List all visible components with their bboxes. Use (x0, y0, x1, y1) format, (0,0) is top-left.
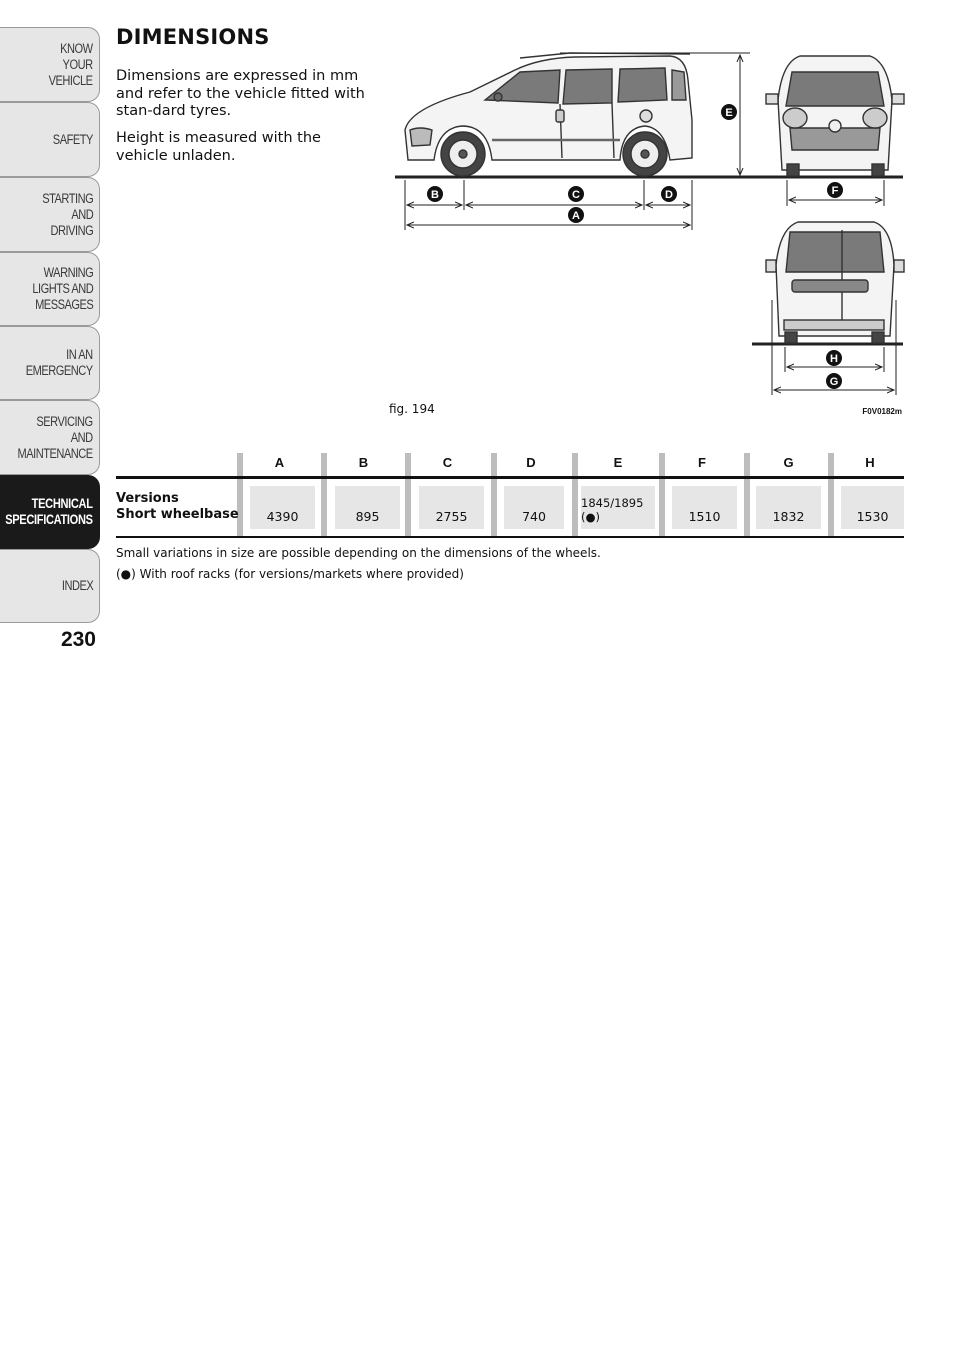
column-separator (828, 479, 834, 536)
header-cell: C (405, 453, 490, 476)
header-cell: G (744, 453, 833, 476)
tab-label: IN AN EMERGENCY (26, 347, 93, 378)
value-cell-a: 4390 (250, 486, 315, 529)
label-a-text: A (572, 210, 580, 222)
value-cell-b: 895 (335, 486, 400, 529)
wheels-side (440, 131, 668, 177)
row-label: Versions Short wheelbase (116, 491, 239, 523)
column-separator (405, 479, 411, 536)
tab-starting-and-driving[interactable]: STARTING AND DRIVING (0, 177, 100, 252)
page-number: 230 (60, 628, 96, 651)
label-b-text: B (431, 189, 439, 201)
value-cell-c: 2755 (419, 486, 484, 529)
dimension-side-lines (404, 180, 693, 230)
tab-safety[interactable]: SAFETY (0, 102, 100, 177)
page-title: DIMENSIONS (116, 25, 270, 49)
header-cell: E (572, 453, 664, 476)
label-badge-d: D (661, 186, 677, 202)
header-cell: B (321, 453, 406, 476)
van-rear-view (752, 221, 905, 346)
label-e-text: E (725, 107, 732, 119)
label-badge-e: E (721, 104, 737, 120)
label-d-text: D (665, 189, 673, 201)
header-cell: A (237, 453, 322, 476)
header-cell: F (659, 453, 745, 476)
dimension-rear-lines (771, 300, 897, 395)
label-badge-a: A (568, 207, 584, 223)
value-cell-g: 1832 (756, 486, 821, 529)
dimension-e-line (560, 52, 750, 175)
tab-servicing[interactable]: SERVICING AND MAINTENANCE (0, 400, 100, 475)
value-cell-h: 1530 (841, 486, 904, 529)
label-h-text: H (830, 353, 838, 365)
header-cell: D (491, 453, 571, 476)
column-separator (321, 479, 327, 536)
tab-in-an-emergency[interactable]: IN AN EMERGENCY (0, 326, 100, 400)
label-badge-g: G (826, 373, 842, 389)
tab-label: WARNING LIGHTS AND MESSAGES (32, 265, 93, 312)
tab-label: SERVICING AND MAINTENANCE (17, 413, 94, 461)
tab-warning-lights[interactable]: WARNING LIGHTS AND MESSAGES (0, 252, 100, 326)
vehicle-dimensions-figure: B C D A E F H G (395, 52, 905, 395)
figure-caption: fig. 194 (389, 402, 435, 416)
label-f-text: F (832, 185, 839, 197)
tab-label: STARTING AND DRIVING (41, 190, 94, 238)
value-cell-f: 1510 (672, 486, 737, 529)
tab-label: TECHNICAL SPECIFICATIONS (5, 496, 94, 527)
column-separator (744, 479, 750, 536)
row-label-short-wheelbase: Short wheelbase (116, 507, 239, 522)
van-front-view (752, 55, 905, 179)
intro-paragraph: Dimensions are expressed in mm and refer… (116, 68, 365, 119)
label-c-text: C (572, 189, 580, 201)
dimensions-table: A B C D E F G H Versions Short wheelbase… (116, 453, 904, 538)
table-header-row: A B C D E F G H (116, 453, 904, 476)
tab-know-your-vehicle[interactable]: KNOW YOUR VEHICLE (0, 27, 100, 102)
label-badge-b: B (427, 186, 443, 202)
row-label-versions: Versions (116, 491, 179, 506)
header-cell: H (828, 453, 912, 476)
column-separator (491, 479, 497, 536)
value-cell-d: 740 (504, 486, 564, 529)
tab-label: KNOW YOUR VEHICLE (49, 40, 93, 88)
height-note-paragraph: Height is measured with the vehicle unla… (116, 130, 321, 164)
table-bottom-rule (116, 536, 904, 538)
figure-code: F0V0182m (862, 407, 902, 416)
table-top-rule (116, 476, 904, 479)
tab-technical-specifications[interactable]: TECHNICAL SPECIFICATIONS (0, 475, 100, 549)
column-separator (659, 479, 665, 536)
column-separator (572, 479, 578, 536)
tab-index[interactable]: INDEX (0, 549, 100, 623)
tab-label: INDEX (61, 578, 94, 593)
wheel-variation-note: Small variations in size are possible de… (116, 546, 601, 560)
value-cell-e: 1845/1895 (●) (581, 486, 655, 529)
label-badge-c: C (568, 186, 584, 202)
label-badge-f: F (827, 182, 843, 198)
dimension-f-line (786, 180, 885, 206)
roof-rack-note: (●) With roof racks (for versions/market… (116, 567, 464, 581)
label-g-text: G (830, 376, 839, 388)
column-separator (237, 479, 243, 536)
label-badge-h: H (826, 350, 842, 366)
tab-label: SAFETY (52, 131, 94, 147)
